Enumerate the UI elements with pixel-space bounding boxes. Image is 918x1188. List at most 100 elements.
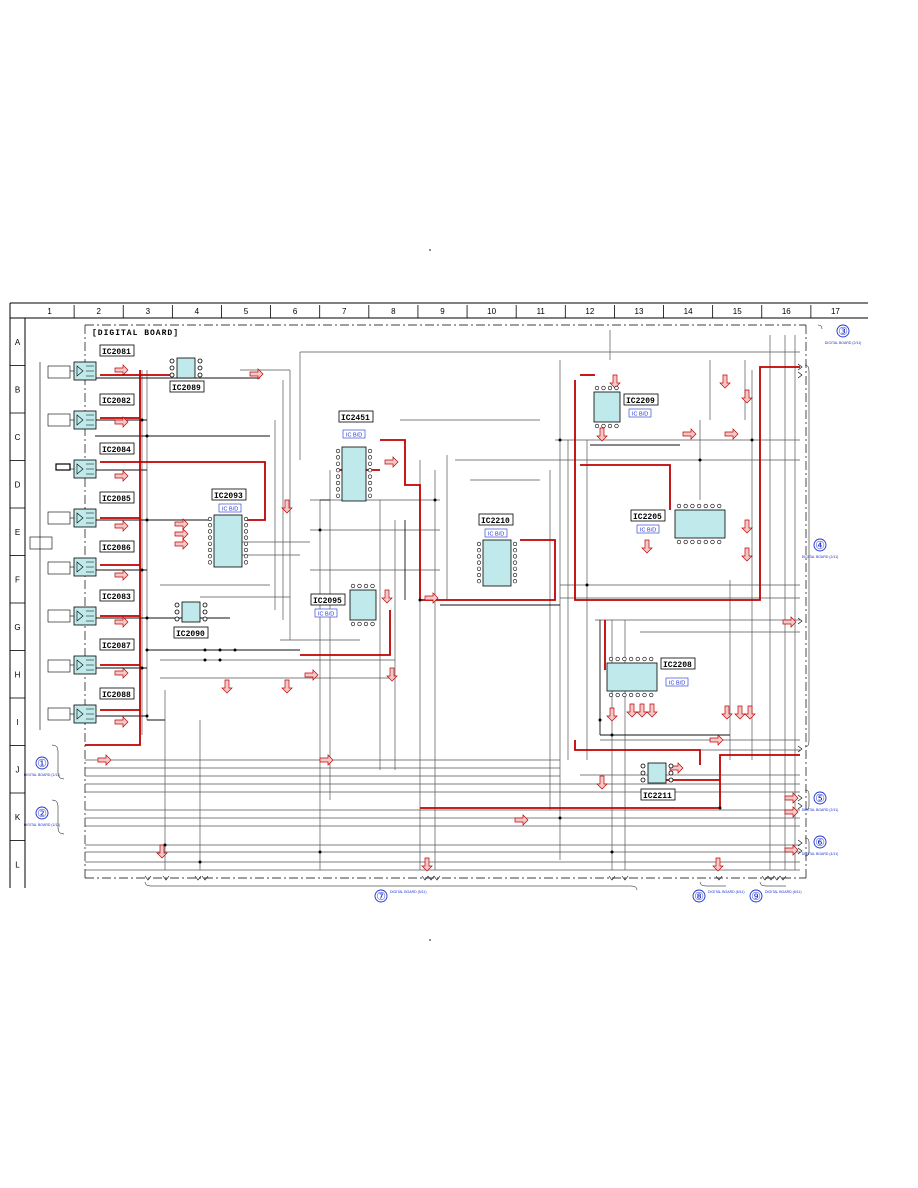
- label-ic2086: IC2086: [102, 544, 131, 553]
- label-ic2208: IC2208: [663, 661, 692, 670]
- connector-4: ④ DIGITAL BOARD (2/11): [802, 538, 839, 559]
- ic2095-body: [349, 589, 377, 621]
- note-ic2208: IC B/D: [669, 681, 685, 687]
- signal-markers: [97, 364, 799, 872]
- row-label: B: [15, 385, 20, 394]
- note-ic2093: IC B/D: [222, 507, 238, 513]
- label-ic2095: IC2095: [313, 597, 342, 606]
- label-ic2085: IC2085: [102, 495, 131, 504]
- connector-1: ① DIGITAL BOARD (1/11): [24, 744, 65, 780]
- column-label: 11: [537, 307, 546, 316]
- svg-text:⑨: ⑨: [751, 891, 761, 903]
- right-terminals: [797, 363, 803, 855]
- column-label: 3: [146, 307, 151, 316]
- note-ic2451: IC B/D: [346, 433, 362, 439]
- board-title: [DIGITAL BOARD]: [92, 329, 179, 338]
- svg-text:④: ④: [815, 540, 825, 552]
- connector-9: ⑨ DIGITAL BOARD (6/11): [749, 889, 802, 903]
- label-ic2084: IC2084: [102, 446, 131, 455]
- label-ic2082: IC2082: [102, 397, 131, 406]
- frame: [9, 302, 868, 888]
- column-label: 16: [782, 307, 791, 316]
- column-label: 4: [195, 307, 200, 316]
- regulator-ic: [70, 410, 97, 430]
- row-label: D: [15, 480, 21, 489]
- ic-bodies: [169, 357, 726, 784]
- ic2451-body: [341, 446, 367, 502]
- svg-text:DIGITAL BOARD (2/11): DIGITAL BOARD (2/11): [802, 555, 839, 559]
- label-ic2205: IC2205: [633, 513, 662, 522]
- ic2093-body: [213, 514, 243, 568]
- ic2209-body: [593, 391, 621, 423]
- label-ic2088: IC2088: [102, 691, 131, 700]
- connector-7: ⑦ DIGITAL BOARD (5/11): [374, 889, 427, 903]
- label-ic2093: IC2093: [214, 492, 243, 501]
- regulator-ic: [70, 557, 97, 577]
- connector-5: ⑤ DIGITAL BOARD (2/11): [802, 791, 839, 812]
- svg-text:DIGITAL BOARD (2/11): DIGITAL BOARD (2/11): [802, 808, 839, 812]
- regulator-ic: [70, 361, 97, 381]
- svg-text:②: ②: [37, 808, 47, 820]
- column-label: 8: [391, 307, 396, 316]
- row-label: A: [15, 338, 21, 347]
- column-label: 7: [342, 307, 347, 316]
- ic2208-body: [606, 662, 658, 692]
- column-label: 14: [684, 307, 693, 316]
- label-ic2090: IC2090: [176, 630, 205, 639]
- svg-text:⑤: ⑤: [815, 793, 825, 805]
- column-label: 13: [635, 307, 644, 316]
- right-braces: [804, 324, 823, 857]
- svg-text:③: ③: [838, 326, 848, 338]
- signal-lines: [85, 366, 800, 809]
- wiring: [85, 330, 800, 871]
- column-label: 5: [244, 307, 249, 316]
- label-ic2087: IC2087: [102, 642, 131, 651]
- svg-text:DIGITAL BOARD (6/11): DIGITAL BOARD (6/11): [765, 890, 802, 894]
- svg-text:⑧: ⑧: [694, 891, 704, 903]
- regulator-ic: [70, 508, 97, 528]
- svg-text:DIGITAL BOARD (4/11): DIGITAL BOARD (4/11): [802, 852, 839, 856]
- junction-dots: [140, 418, 754, 864]
- ic-label-boxes: IC2081 IC2082 IC2084 IC2085 IC2086 IC208…: [99, 344, 696, 801]
- svg-text:DIGITAL BOARD (2/11): DIGITAL BOARD (2/11): [825, 341, 862, 345]
- svg-text:⑥: ⑥: [815, 837, 825, 849]
- left-outline-bracket: [29, 362, 71, 730]
- row-label: G: [14, 623, 20, 632]
- ic2205-body: [674, 509, 726, 539]
- column-label: 1: [47, 307, 52, 316]
- svg-text:①: ①: [37, 758, 47, 770]
- bottom-terminals: [144, 875, 787, 881]
- column-label: 2: [96, 307, 101, 316]
- column-label: 15: [733, 307, 742, 316]
- row-label: C: [15, 433, 21, 442]
- connector-8: ⑧ DIGITAL BOARD (6/11): [692, 889, 745, 903]
- column-label: 17: [831, 307, 840, 316]
- label-ic2089: IC2089: [172, 384, 201, 393]
- row-label: H: [15, 670, 21, 679]
- regulator-ic: [70, 655, 97, 675]
- row-label: J: [16, 765, 20, 774]
- ic2089-body: [169, 357, 203, 379]
- label-ic2210: IC2210: [481, 517, 510, 526]
- row-label: K: [15, 813, 21, 822]
- svg-text:DIGITAL BOARD (1/11): DIGITAL BOARD (1/11): [24, 823, 61, 827]
- ic2090-body: [174, 601, 208, 623]
- row-label: I: [16, 718, 18, 727]
- connector-3: ③ DIGITAL BOARD (2/11): [825, 324, 862, 345]
- row-label: E: [15, 528, 20, 537]
- svg-text:DIGITAL BOARD (5/11): DIGITAL BOARD (5/11): [390, 890, 427, 894]
- svg-text:DIGITAL BOARD (1/11): DIGITAL BOARD (1/11): [24, 773, 61, 777]
- note-ic2205: IC B/D: [640, 528, 656, 534]
- regulator-ic: [70, 459, 97, 479]
- regulator-ic: [70, 606, 97, 626]
- svg-text:⑦: ⑦: [376, 891, 386, 903]
- column-label: 10: [487, 307, 496, 316]
- column-label: 6: [293, 307, 298, 316]
- column-label: 12: [585, 307, 594, 316]
- ic2211-body: [640, 762, 674, 784]
- row-label: F: [15, 575, 20, 584]
- ic2210-body: [482, 539, 512, 587]
- note-ic2095: IC B/D: [318, 612, 334, 618]
- ic-pins: [207, 385, 722, 698]
